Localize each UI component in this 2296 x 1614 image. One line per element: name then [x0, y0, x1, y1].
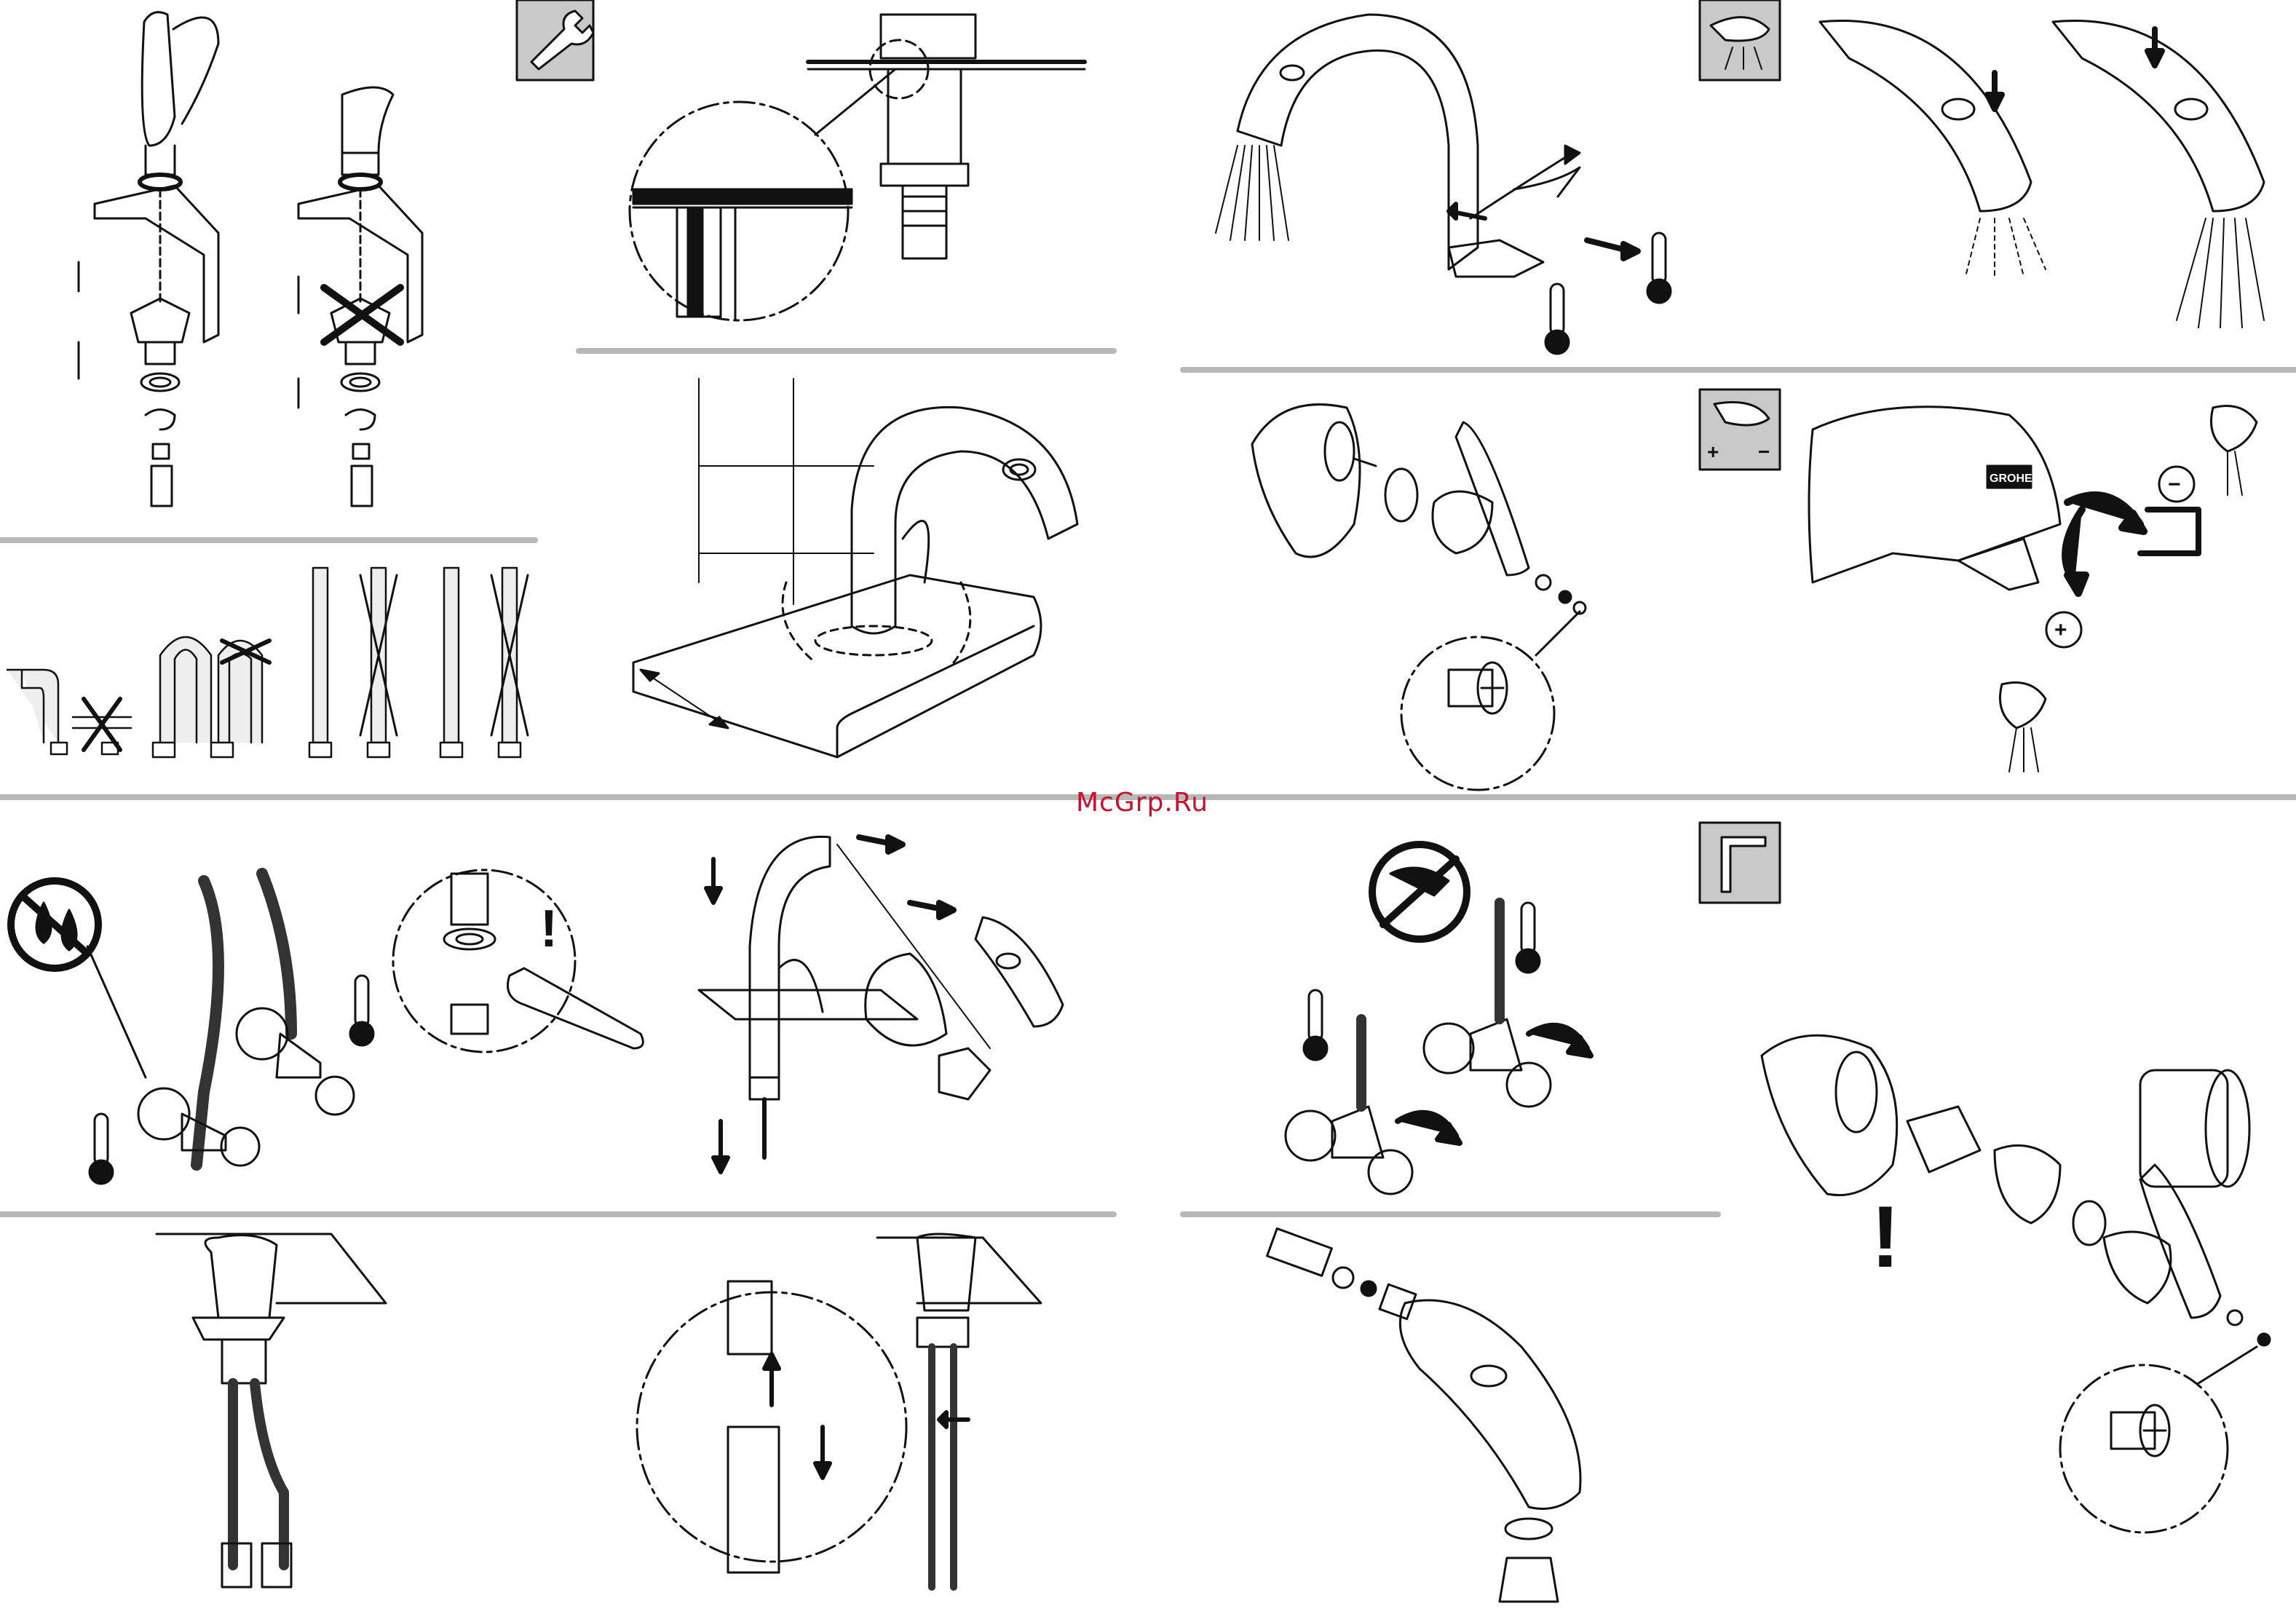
panel-dividers	[0, 351, 2296, 1214]
faucet-clearance-panel	[633, 379, 1077, 757]
svg-text:−: −	[2168, 472, 2181, 497]
minus-label: −	[1758, 440, 1770, 463]
shut-off-valves-panel	[1286, 844, 1591, 1194]
temperature-operation-panel	[1216, 15, 1671, 354]
countertop-detail-panel	[630, 15, 1085, 320]
hex-key-icon	[1700, 823, 1780, 903]
no-water-icon	[11, 881, 98, 968]
warning-mark: !	[540, 900, 558, 958]
spray-head-aerator-panel	[1267, 1229, 1580, 1602]
mounting-steps-panel	[79, 12, 422, 506]
svg-text:+: +	[2054, 618, 2067, 642]
thermometer-icon	[90, 976, 373, 1184]
no-spray-icon	[1372, 844, 1467, 939]
warning-mark: !	[1871, 1188, 1900, 1286]
plus-circle: +	[2046, 612, 2081, 647]
temperature-limiter-panel: + − GROHE − +	[1700, 389, 2257, 772]
minus-circle: −	[2159, 467, 2194, 502]
hose-routing-panel	[157, 1234, 386, 1587]
quick-connect-detail-panel	[637, 1234, 1041, 1587]
flow-limiter-icon: + −	[1700, 389, 1780, 470]
brand-badge: GROHE	[1990, 472, 2032, 485]
pull-out-hose-panel	[699, 836, 1063, 1172]
hose-bending-rules-panel	[7, 568, 528, 757]
cartridge-replacement-panel: !	[1700, 823, 2270, 1532]
spray-mode-icon	[1700, 0, 1780, 80]
wrench-icon	[517, 0, 593, 80]
no-water-pressure-test-panel: !	[11, 870, 643, 1184]
handle-disassembly-panel	[1252, 405, 1586, 790]
spray-modes-panel	[1700, 0, 2264, 328]
thermometer-icon	[1545, 233, 1671, 354]
plus-label: +	[1707, 440, 1719, 463]
watermark-text: McGrp.Ru	[1076, 788, 1208, 818]
